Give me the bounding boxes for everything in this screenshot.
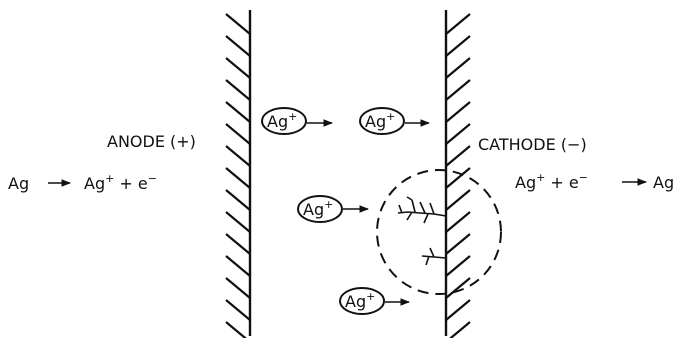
cathode-hatch-stroke bbox=[445, 35, 471, 57]
anode-hatch-stroke bbox=[225, 211, 251, 233]
ion-2: Ag+ bbox=[359, 107, 430, 135]
anode-hatch-stroke bbox=[225, 13, 251, 35]
ion-4-symbol: Ag bbox=[345, 292, 366, 311]
cathode-hatch-stroke bbox=[445, 233, 471, 255]
ion-2-symbol: Ag bbox=[365, 112, 386, 131]
anode-reaction: Ag Ag+ + e− bbox=[8, 172, 157, 193]
cathode-hatch-stroke bbox=[445, 189, 471, 211]
ion-1-symbol: Ag bbox=[267, 112, 288, 131]
dendrite-upper-branch bbox=[406, 211, 413, 221]
anode-hatch-stroke bbox=[225, 57, 251, 79]
ion-3-outline bbox=[297, 195, 343, 223]
ion-4: Ag+ bbox=[339, 287, 410, 315]
anode-plus-electron: + e bbox=[114, 174, 147, 193]
ion-1-outline bbox=[261, 107, 307, 135]
anode-hatching bbox=[225, 13, 251, 338]
cathode-hatch-stroke bbox=[445, 211, 471, 233]
ion-3-symbol: Ag bbox=[303, 200, 324, 219]
anode-electron-charge: − bbox=[148, 172, 157, 185]
ion-3: Ag+ bbox=[297, 195, 369, 223]
cathode-plus-electron: + e bbox=[545, 173, 578, 192]
dendrite-upper-trunk bbox=[397, 211, 447, 217]
anode-electrode bbox=[225, 10, 252, 338]
cathode-hatch-stroke bbox=[449, 321, 471, 338]
anode-hatch-stroke bbox=[225, 101, 251, 123]
cathode-hatch-stroke bbox=[445, 79, 471, 101]
cathode-reactants: Ag+ + e− bbox=[515, 171, 588, 192]
anode-hatch-stroke bbox=[225, 145, 251, 167]
dendrite-lower bbox=[421, 247, 447, 266]
cathode-hatch-stroke bbox=[445, 167, 471, 189]
dendrite-lower-branch bbox=[429, 247, 435, 258]
dendrite-highlight-circle bbox=[376, 169, 502, 295]
cathode-electron-charge: − bbox=[579, 171, 588, 184]
anode-hatch-stroke bbox=[225, 277, 251, 299]
cathode-hatch-stroke bbox=[445, 101, 471, 123]
ion-4-outline bbox=[339, 287, 385, 315]
cathode-hatch-stroke bbox=[445, 277, 471, 299]
dendrite-upper-branch bbox=[406, 196, 413, 201]
ion-4-label: Ag+ bbox=[345, 290, 375, 311]
anode-hatch-stroke bbox=[225, 299, 251, 321]
ion-3-label: Ag+ bbox=[303, 198, 333, 219]
ion-3-charge: + bbox=[324, 198, 333, 211]
cathode-label: CATHODE (−) bbox=[478, 135, 587, 154]
anode-hatch-stroke bbox=[225, 233, 251, 255]
dendrite-upper-branch bbox=[429, 202, 435, 215]
anode-hatch-stroke bbox=[225, 35, 251, 57]
ion-2-label: Ag+ bbox=[365, 110, 395, 131]
ion-1-label: Ag+ bbox=[267, 110, 297, 131]
anode-hatch-stroke bbox=[225, 321, 247, 338]
cathode-hatch-stroke bbox=[445, 299, 471, 321]
cathode-reaction: Ag+ + e− Ag bbox=[515, 171, 674, 192]
cathode-electrode bbox=[444, 10, 471, 338]
anode-hatch-stroke bbox=[225, 189, 251, 211]
anode-products: Ag+ + e− bbox=[84, 172, 157, 193]
anode-product-ion: Ag bbox=[84, 174, 105, 193]
ion-2-outline bbox=[359, 107, 405, 135]
anode-hatch-stroke bbox=[225, 255, 251, 277]
ion-1: Ag+ bbox=[261, 107, 333, 135]
cathode-hatch-stroke bbox=[445, 145, 471, 167]
dendrite-upper bbox=[397, 196, 447, 224]
anode-reactant: Ag bbox=[8, 174, 29, 193]
dendrite-upper-branch bbox=[423, 213, 429, 224]
ion-2-charge: + bbox=[386, 110, 395, 123]
dendrite-upper-branch bbox=[419, 201, 426, 214]
anode-hatch-stroke bbox=[225, 167, 251, 189]
cathode-product: Ag bbox=[653, 173, 674, 192]
dendrite-upper-branch bbox=[411, 199, 416, 213]
cathode-hatch-stroke bbox=[445, 255, 471, 277]
anode-hatch-stroke bbox=[225, 123, 251, 145]
dendrite-upper-branch bbox=[398, 204, 403, 214]
ion-4-charge: + bbox=[366, 290, 375, 303]
cathode-reactant-ion-charge: + bbox=[536, 171, 545, 184]
cathode-hatch-stroke bbox=[445, 123, 471, 145]
anode-hatch-stroke bbox=[225, 79, 251, 101]
cathode-hatching bbox=[445, 13, 471, 338]
ion-1-charge: + bbox=[288, 110, 297, 123]
anode-product-ion-charge: + bbox=[105, 172, 114, 185]
dendrite-lower-branch bbox=[425, 255, 430, 266]
cathode-reactant-ion: Ag bbox=[515, 173, 536, 192]
cathode-hatch-stroke bbox=[445, 13, 471, 35]
anode-label: ANODE (+) bbox=[107, 132, 196, 151]
cathode-hatch-stroke bbox=[445, 57, 471, 79]
